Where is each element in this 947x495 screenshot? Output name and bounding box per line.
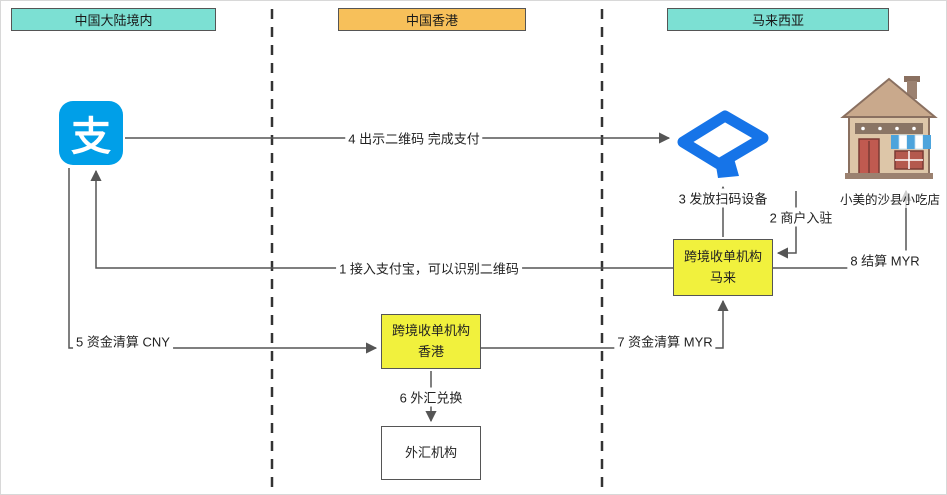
- shop-icon: [839, 73, 939, 185]
- region-header-hongkong: 中国香港: [338, 8, 526, 31]
- edge-7-clearing-myr: [481, 299, 729, 349]
- acquirer-hongkong-line2: 香港: [417, 343, 444, 359]
- edge-1-connect-alipay: [90, 169, 673, 269]
- edge-label-2: 2 商户入驻: [766, 207, 836, 227]
- edge-5-clearing-cny: [68, 168, 378, 354]
- alipay-glyph: 支: [71, 115, 111, 159]
- edge-label-4: 4 出示二维码 完成支付: [345, 128, 483, 148]
- pos-scanner-icon: [673, 107, 773, 181]
- acquirer-malaysia-line1: 跨境收单机构: [683, 249, 762, 265]
- box-fx-institution: 外汇机构: [381, 426, 481, 480]
- edge-label-8: 8 结算 MYR: [847, 250, 923, 270]
- edge-label-5: 5 资金清算 CNY: [73, 331, 173, 351]
- box-acquirer-malaysia: 跨境收单机构 马来: [673, 239, 773, 296]
- fx-institution-label: 外汇机构: [404, 444, 457, 460]
- edge-label-7: 7 资金清算 MYR: [614, 331, 716, 351]
- box-acquirer-hongkong: 跨境收单机构 香港: [381, 314, 481, 369]
- edge-label-1: 1 接入支付宝，可以识别二维码: [336, 258, 522, 278]
- edge-label-6: 6 外汇兑换: [396, 387, 466, 407]
- shop-label: 小美的沙县小吃店: [839, 189, 941, 208]
- region-header-malaysia: 马来西亚: [667, 8, 889, 31]
- acquirer-hongkong-line1: 跨境收单机构: [391, 323, 470, 339]
- region-header-mainland: 中国大陆境内: [11, 8, 216, 31]
- acquirer-malaysia-line2: 马来: [709, 269, 736, 285]
- edge-label-3: 3 发放扫码设备: [675, 188, 771, 208]
- alipay-icon: 支: [59, 101, 123, 165]
